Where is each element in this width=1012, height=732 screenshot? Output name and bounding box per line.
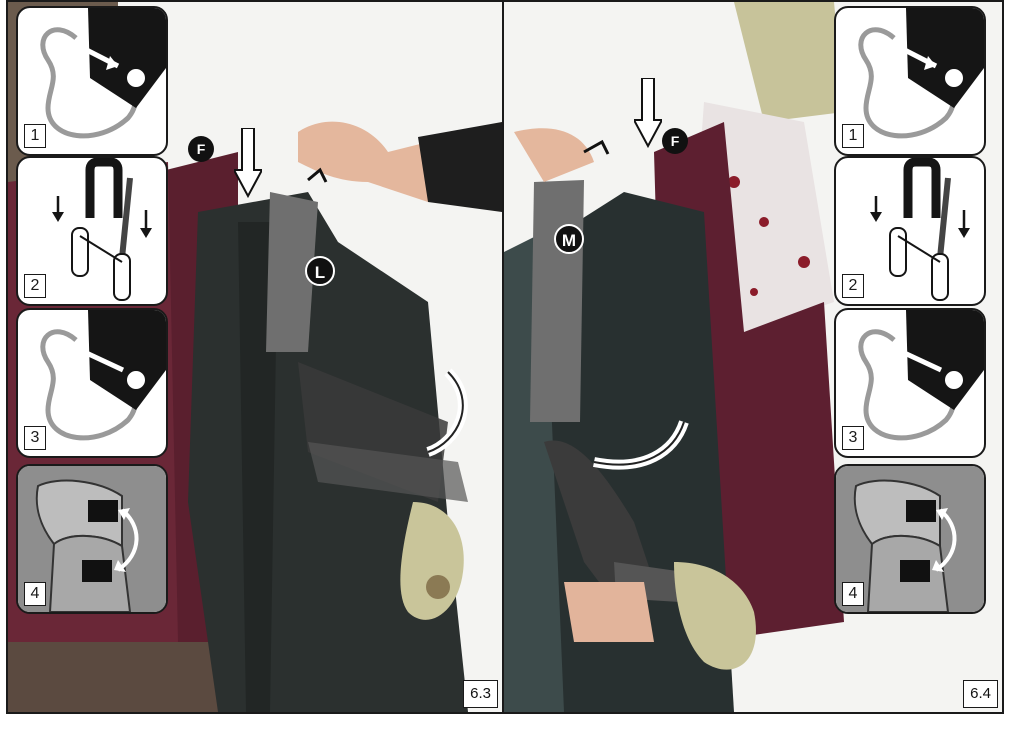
step-number: 1 [842, 124, 864, 148]
down-arrow-icon [234, 128, 262, 198]
step-number: 2 [842, 274, 864, 298]
down-arrow-icon [634, 78, 662, 148]
step-number: 4 [24, 582, 46, 606]
step-1-box: 1 [16, 6, 168, 156]
figure-6-4-panel: F M 1 2 3 4 6.4 [502, 0, 1004, 714]
step-2-box: 2 [16, 156, 168, 306]
step-3-box: 3 [834, 308, 986, 458]
callout-m: M [554, 224, 584, 254]
step-2-box: 2 [834, 156, 986, 306]
step-4-box: 4 [834, 464, 986, 614]
step-1-box: 1 [834, 6, 986, 156]
figure-number: 6.3 [463, 680, 498, 708]
step-3-box: 3 [16, 308, 168, 458]
step-number: 3 [842, 426, 864, 450]
callout-f: F [662, 128, 688, 154]
step-number: 1 [24, 124, 46, 148]
step-number: 2 [24, 274, 46, 298]
step-number: 4 [842, 582, 864, 606]
step-4-box: 4 [16, 464, 168, 614]
step-number: 3 [24, 426, 46, 450]
figure-number: 6.4 [963, 680, 998, 708]
figure-6-3-panel: F L 1 2 3 4 6.3 [6, 0, 504, 714]
callout-f: F [188, 136, 214, 162]
callout-l: L [305, 256, 335, 286]
